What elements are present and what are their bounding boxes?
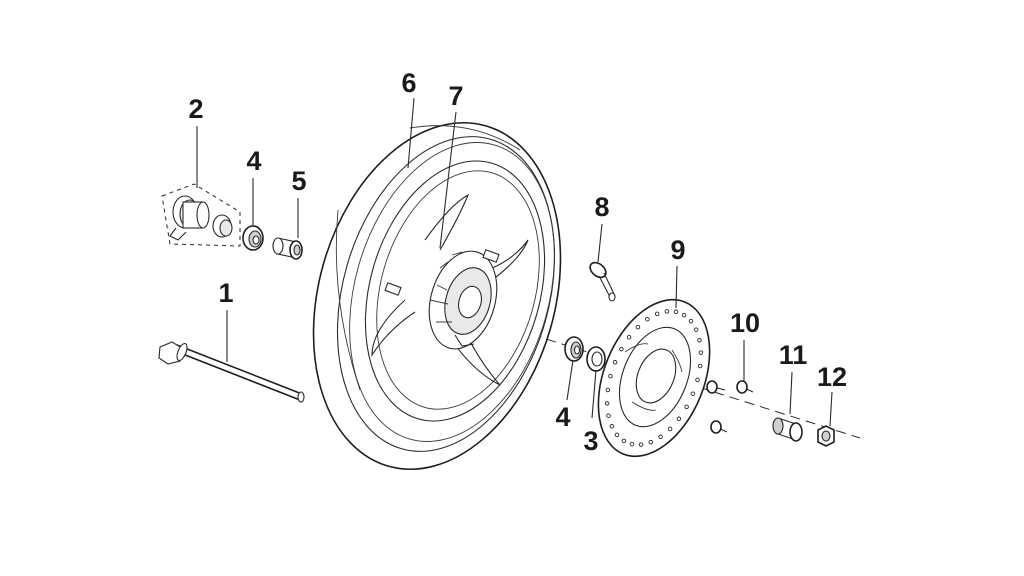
disc-hole xyxy=(621,438,627,444)
hub-drawing xyxy=(428,250,498,350)
disc-hole xyxy=(635,324,641,330)
callout-wheel-rim: 7 xyxy=(448,81,463,111)
axle-nut-drawing xyxy=(817,425,835,447)
disc-hole xyxy=(654,311,660,317)
bearing-right-drawing xyxy=(564,336,584,362)
axle-drawing xyxy=(158,341,305,403)
disc-hole xyxy=(658,434,663,440)
disc-hole xyxy=(626,334,632,340)
disc-hole xyxy=(684,404,689,410)
disc-hole xyxy=(676,416,682,422)
valve-drawing xyxy=(589,261,616,302)
speedometer-gear-drawing xyxy=(161,183,241,247)
callout-speedometer-gear: 2 xyxy=(188,94,203,124)
disc-hole xyxy=(612,360,618,365)
callout-bearing-right: 4 xyxy=(555,402,570,432)
disc-hole xyxy=(614,432,620,438)
disc-hole xyxy=(608,373,613,379)
callout-spacer: 5 xyxy=(291,166,306,196)
callout-collar: 11 xyxy=(779,340,808,370)
disc-hole xyxy=(606,413,611,418)
disc-hole xyxy=(638,442,644,447)
disc-hole xyxy=(693,327,699,332)
callout-valve: 8 xyxy=(594,192,609,222)
brake-disc-holes xyxy=(604,309,704,447)
disc-hole xyxy=(697,363,703,369)
spacer-drawing xyxy=(272,237,303,260)
callouts: 2 4 5 1 6 7 8 9 10 11 12 4 3 xyxy=(188,68,847,456)
disc-hole xyxy=(695,377,700,383)
disc-hole xyxy=(604,401,610,406)
disc-hole xyxy=(690,391,696,396)
callout-tire: 6 xyxy=(401,68,416,98)
disc-hole xyxy=(697,338,702,343)
callout-bearing-left: 4 xyxy=(246,146,261,176)
callout-axle-nut: 12 xyxy=(817,362,847,392)
disc-bolts-drawing xyxy=(706,380,754,434)
disc-hole xyxy=(619,346,624,352)
bearing-left-drawing xyxy=(242,225,264,251)
disc-hole xyxy=(664,309,670,314)
disc-hole xyxy=(609,424,615,429)
disc-hole xyxy=(698,350,704,355)
callout-axle: 1 xyxy=(218,278,233,308)
disc-hole xyxy=(681,312,687,318)
disc-hole xyxy=(605,387,611,393)
disc-hole xyxy=(629,441,635,447)
washer-drawing xyxy=(586,346,606,372)
disc-hole xyxy=(667,426,673,432)
collar-drawing xyxy=(772,417,803,442)
callout-brake-disc: 9 xyxy=(670,235,685,265)
disc-hole xyxy=(648,439,654,445)
wheel-rim-drawing xyxy=(364,160,546,422)
callout-washer: 3 xyxy=(583,426,598,456)
disc-hole xyxy=(688,318,694,324)
disc-hole xyxy=(673,309,679,315)
leader-lines xyxy=(196,97,833,427)
disc-hole xyxy=(645,316,650,322)
brake-disc-drawing xyxy=(597,298,711,458)
callout-disc-bolt: 10 xyxy=(730,308,760,338)
